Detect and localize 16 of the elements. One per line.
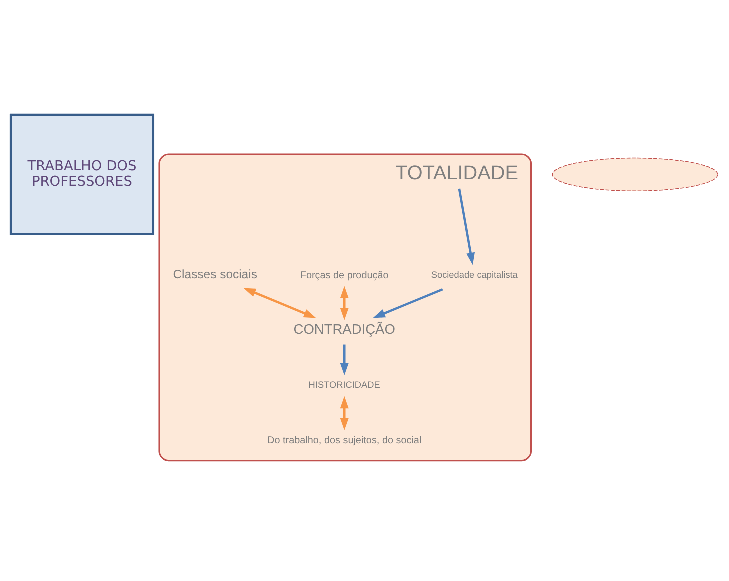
- arrow: [244, 288, 316, 318]
- arrow: [458, 188, 476, 265]
- arrow: [340, 286, 349, 320]
- node-text: Classes sociais: [173, 267, 258, 282]
- node-text: HISTORICIDADE: [308, 380, 380, 390]
- node-box: TRABALHO DOS PROFESSORES: [10, 113, 155, 236]
- node-text: Do trabalho, dos sujeitos, do social: [268, 435, 422, 446]
- arrow: [340, 344, 349, 375]
- cluster: [158, 153, 532, 462]
- node-text: Forças de produção: [300, 270, 389, 281]
- arrow: [373, 288, 444, 318]
- arrow: [340, 396, 349, 430]
- node-text: CONTRADIÇÃO: [294, 322, 396, 337]
- node-ellipse: [552, 157, 718, 192]
- node-text: TOTALIDADE: [396, 162, 519, 184]
- node-text: Sociedade capitalista: [431, 270, 518, 280]
